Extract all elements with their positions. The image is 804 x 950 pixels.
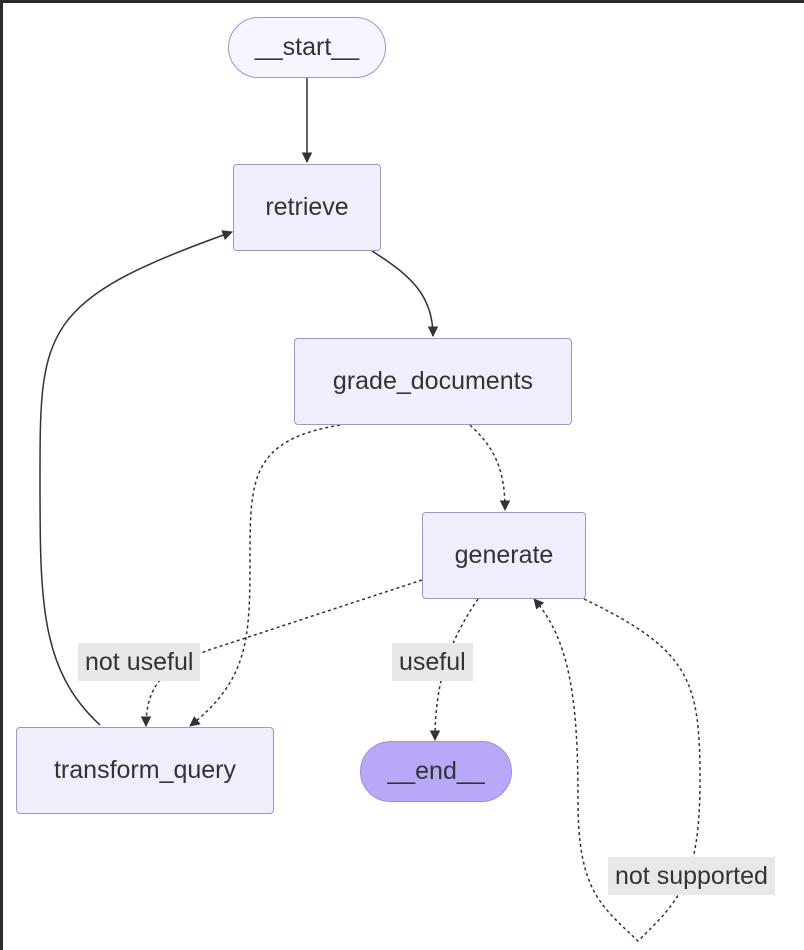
- edge-label-not-supported: not supported: [608, 857, 775, 895]
- node-grade-documents[interactable]: grade_documents: [294, 338, 572, 425]
- edge-generate-self-loop: [533, 598, 701, 943]
- frame-border-left: [0, 0, 3, 950]
- edge-transform-query-to-retrieve: [39, 230, 233, 726]
- edge-label-useful: useful: [392, 643, 473, 681]
- node-generate[interactable]: generate: [422, 512, 586, 599]
- node-end[interactable]: __end__: [360, 741, 512, 802]
- frame-border-top: [0, 0, 804, 3]
- edge-grade-documents-to-generate: [469, 424, 511, 512]
- node-transform-query[interactable]: transform_query: [16, 727, 274, 814]
- edge-grade-documents-to-transform-query: [189, 424, 341, 727]
- edge-label-not-useful: not useful: [78, 643, 201, 681]
- edge-retrieve-to-grade-documents: [371, 250, 439, 338]
- node-retrieve[interactable]: retrieve: [233, 164, 381, 251]
- node-start[interactable]: __start__: [228, 17, 386, 78]
